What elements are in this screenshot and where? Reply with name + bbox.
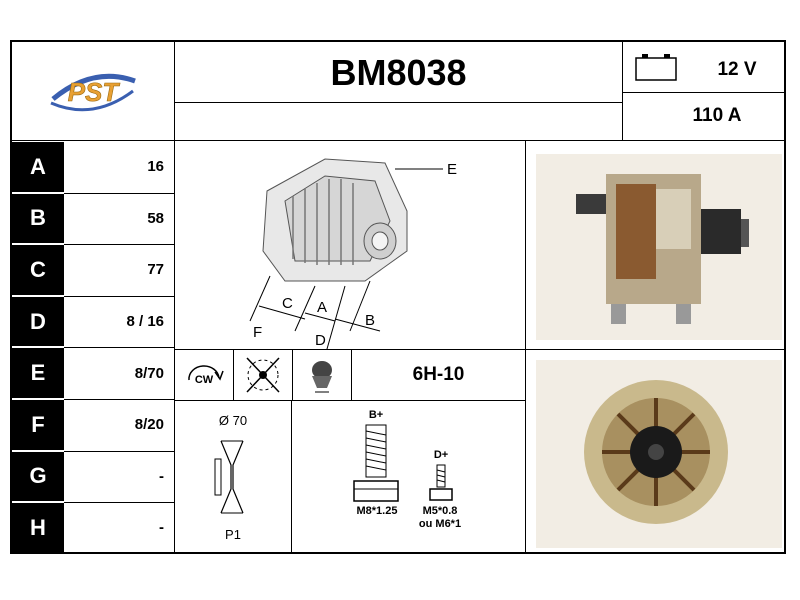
terminal-d-thread-2: ou M6*1 bbox=[418, 518, 462, 530]
dimension-letter-d: D bbox=[12, 296, 64, 347]
dimension-value-c: 77 bbox=[147, 261, 164, 279]
pulley-panel: Ø 70 P1 bbox=[175, 401, 291, 554]
crossed-fan-icon bbox=[234, 350, 292, 400]
callout-a: A bbox=[317, 299, 327, 316]
brand-logo: PST bbox=[12, 42, 174, 140]
regulator-code: 6H-10 bbox=[412, 364, 465, 385]
dimension-letter-f: F bbox=[12, 400, 64, 450]
dimension-value-b: 58 bbox=[147, 209, 164, 227]
terminal-b-thread: M8*1.25 bbox=[356, 505, 398, 517]
pst-logo-icon: PST bbox=[50, 73, 136, 112]
dimension-value-e: 8/70 bbox=[134, 364, 164, 382]
voltage-value: 12 V bbox=[717, 59, 757, 80]
terminal-b-label: B+ bbox=[368, 409, 384, 421]
dimension-value-a: 16 bbox=[147, 158, 164, 176]
pulley-icon bbox=[214, 440, 244, 514]
amperage-value: 110 A bbox=[692, 105, 742, 126]
dimension-value-f: 8/20 bbox=[134, 416, 164, 434]
rotation-label: CW bbox=[195, 374, 214, 386]
terminal-d-thread-1: M5*0.8 bbox=[422, 505, 458, 517]
alternator-rear-photo bbox=[536, 360, 782, 548]
alternator-side-photo bbox=[536, 154, 782, 340]
dimension-letter-g: G bbox=[12, 451, 64, 502]
dimension-letter-c: C bbox=[12, 245, 64, 295]
alternator-diagram: E C A B F D bbox=[175, 141, 525, 357]
callout-b: B bbox=[365, 312, 375, 329]
bolt-d-icon bbox=[429, 464, 453, 501]
dimension-value-h: - bbox=[159, 519, 164, 537]
callout-f: F bbox=[253, 324, 262, 341]
terminals-panel: B+ M8*1.25 D+ M5*0.8 ou M6*1 bbox=[292, 401, 525, 554]
callout-e: E bbox=[447, 161, 457, 178]
bolt-b-icon bbox=[353, 424, 399, 502]
logo-text: PST bbox=[68, 77, 121, 107]
pulley-diameter: Ø 70 bbox=[218, 413, 248, 428]
dimension-letter-h: H bbox=[12, 503, 64, 553]
regulator-icon bbox=[293, 350, 351, 400]
battery-icon bbox=[630, 50, 686, 84]
callout-d: D bbox=[315, 332, 326, 349]
pulley-type: P1 bbox=[225, 527, 241, 542]
dimension-letter-a: A bbox=[12, 142, 64, 192]
dimension-value-d: 8 / 16 bbox=[126, 313, 164, 331]
rotation-cw-icon: CW bbox=[175, 350, 233, 400]
dimension-letter-b: B bbox=[12, 193, 64, 244]
dimension-letter-e: E bbox=[12, 348, 64, 398]
dimension-value-g: - bbox=[159, 467, 164, 485]
terminal-d-label: D+ bbox=[433, 449, 449, 461]
callout-c: C bbox=[282, 295, 293, 312]
part-number: BM8038 bbox=[330, 52, 467, 93]
